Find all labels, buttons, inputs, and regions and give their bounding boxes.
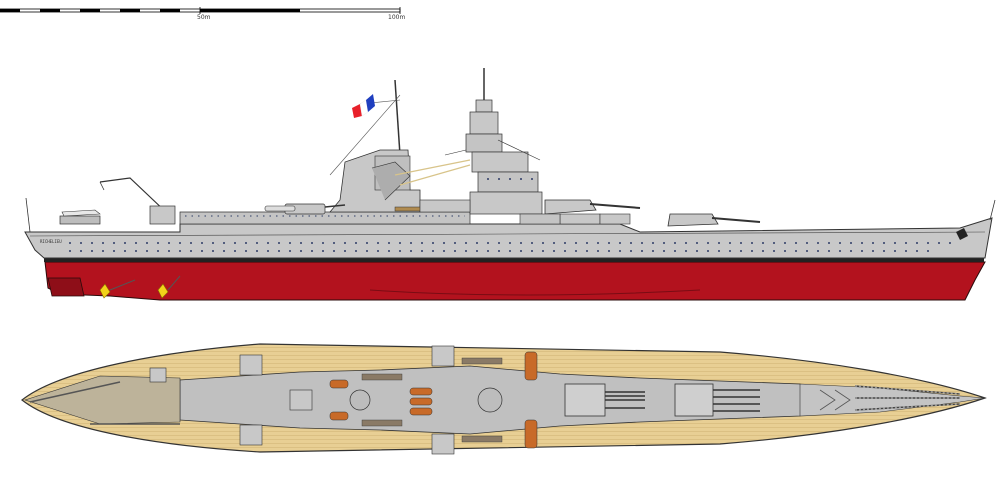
french-flag [352,94,375,118]
side-profile: RICHELIEU [24,68,996,301]
secondary-turrets [149,345,455,455]
main-turret-b-top [564,383,645,417]
forward-tower [444,68,543,215]
anchor [956,228,968,240]
aa-guns [361,357,503,443]
ship-boats [329,351,538,449]
hull-name-label: RICHELIEU [40,239,62,244]
scale-bar: 50m 100m [0,7,405,21]
main-turret-a [667,213,761,227]
top-view [21,343,987,455]
seaplane [61,209,101,217]
hull-below-waterline [44,261,986,301]
anchor-chains [854,385,961,411]
rudder [47,277,85,297]
scale-label-100m: 100m [388,14,405,21]
propeller-1 [99,283,111,299]
propeller-2 [157,283,169,299]
scale-label-50m: 50m [197,14,211,21]
main-turret-a-top [674,383,760,417]
